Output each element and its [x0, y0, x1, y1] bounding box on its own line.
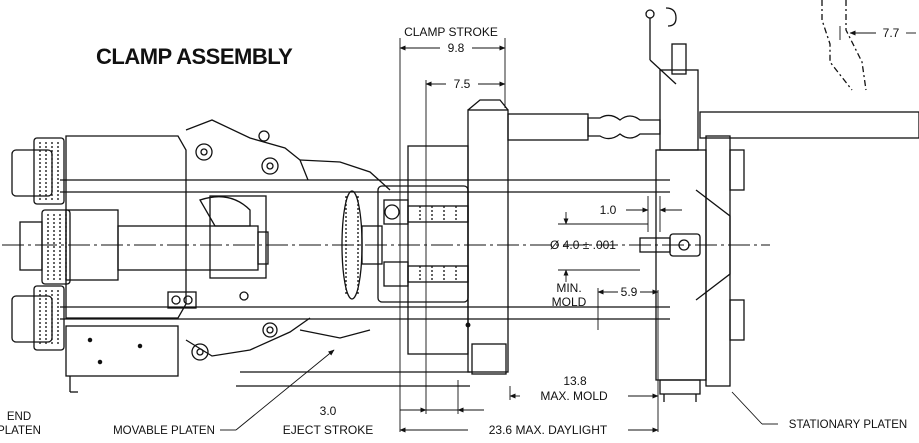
stationary-platen-label: STATIONARY PLATEN	[789, 419, 907, 431]
tie-bars	[60, 179, 670, 320]
inner-stroke-value: 7.5	[454, 77, 471, 91]
end-platen-label-line1: END	[7, 411, 31, 423]
offset-value: 1.0	[600, 203, 617, 217]
end-platen-body	[65, 135, 187, 393]
max-mold-label: MAX. MOLD	[540, 389, 608, 403]
drawing-title: CLAMP ASSEMBLY	[96, 44, 293, 69]
min-mold-value: 5.9	[621, 285, 638, 299]
min-mold-label-line2: MOLD	[552, 295, 587, 309]
stationary-platen-body	[639, 135, 745, 402]
machine-outline	[2, 0, 919, 402]
daylight-label: 23.6 MAX. DAYLIGHT	[489, 423, 608, 437]
ejector-disc	[341, 190, 383, 300]
clamp-stroke-value: 9.8	[448, 41, 465, 55]
end-platen-label-line2: PLATEN	[0, 425, 41, 437]
diameter-value: Ø 4.0 ± .001	[550, 238, 616, 252]
limit-switch-assembly	[645, 7, 687, 85]
min-mold-label-line1: MIN.	[556, 281, 581, 295]
eject-value: 3.0	[320, 404, 337, 418]
gear-stack-bottom	[11, 285, 65, 351]
gear-stack-top	[11, 137, 65, 205]
eject-label: EJECT STROKE	[283, 423, 373, 437]
top-right-value: 7.7	[883, 26, 900, 40]
movable-platen-body	[377, 99, 509, 375]
nozzle-outline-top-right	[821, 0, 867, 91]
clamp-stroke-label: CLAMP STROKE	[404, 25, 498, 39]
gear-stack-middle	[19, 209, 71, 285]
dimension-lines	[220, 26, 916, 433]
upper-actuator	[507, 69, 919, 151]
part-labels: END PLATEN MOVABLE PLATEN STATIONARY PLA…	[0, 411, 907, 437]
base-plate	[236, 371, 470, 387]
movable-platen-label: MOVABLE PLATEN	[113, 425, 215, 437]
dimension-labels: CLAMP STROKE 9.8 7.5 7.7 1.0 Ø 4.0 ± .00…	[283, 25, 900, 437]
max-mold-value: 13.8	[563, 374, 587, 388]
center-housing	[65, 195, 269, 281]
toggle-links-top	[185, 119, 391, 227]
toggle-links-bottom	[167, 291, 371, 361]
